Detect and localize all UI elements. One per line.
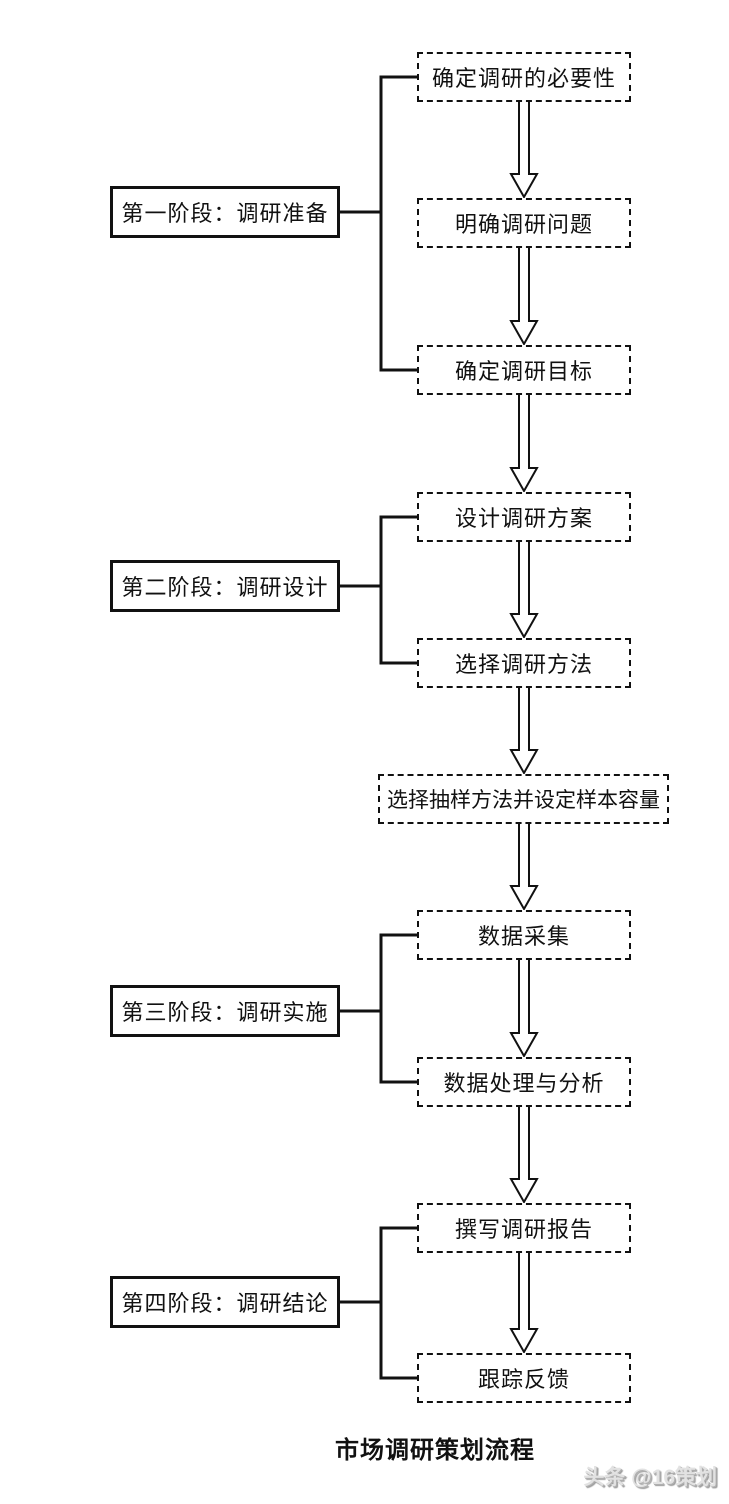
step-track-feedback: 跟踪反馈 <box>417 1353 631 1403</box>
flow-arrow-4 <box>509 541 539 640</box>
flow-arrow-2 <box>509 247 539 347</box>
step-sampling-and-sample-size: 选择抽样方法并设定样本容量 <box>378 774 669 824</box>
flow-arrow-6 <box>509 823 539 912</box>
watermark: 头条 @16策划 <box>583 1466 717 1489</box>
bracket-stage-2 <box>338 515 420 665</box>
step-determine-necessity: 确定调研的必要性 <box>417 52 631 102</box>
step-data-collection: 数据采集 <box>417 910 631 960</box>
stage-research-design: 第二阶段：调研设计 <box>110 560 340 612</box>
stage-research-preparation: 第一阶段：调研准备 <box>110 186 340 238</box>
step-write-report: 撰写调研报告 <box>417 1203 631 1253</box>
step-determine-objectives: 确定调研目标 <box>417 345 631 395</box>
flow-arrow-5 <box>509 687 539 776</box>
flow-arrow-1 <box>509 101 539 200</box>
bracket-stage-3 <box>338 933 420 1084</box>
diagram-title: 市场调研策划流程 <box>335 1437 535 1464</box>
bracket-stage-4 <box>338 1226 420 1380</box>
step-select-methods: 选择调研方法 <box>417 638 631 688</box>
stage-research-implementation: 第三阶段：调研实施 <box>110 985 340 1037</box>
flow-arrow-7 <box>509 959 539 1059</box>
bracket-stage-1 <box>338 75 420 372</box>
flow-arrow-9 <box>509 1252 539 1355</box>
flow-arrow-3 <box>509 394 539 494</box>
step-clarify-questions: 明确调研问题 <box>417 198 631 248</box>
stage-research-conclusion: 第四阶段：调研结论 <box>110 1276 340 1328</box>
step-data-processing-analysis: 数据处理与分析 <box>417 1057 631 1107</box>
flow-arrow-8 <box>509 1106 539 1205</box>
step-design-plan: 设计调研方案 <box>417 492 631 542</box>
